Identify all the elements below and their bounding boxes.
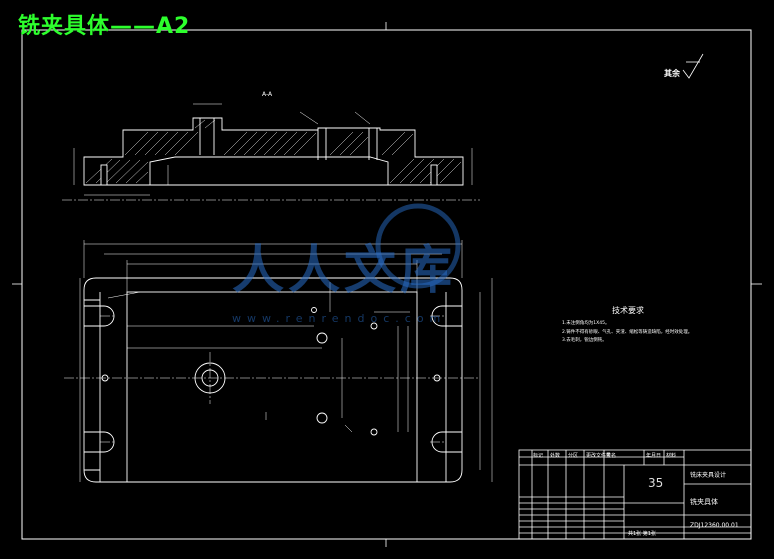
page-title: 铣夹具体——A2 [18,14,191,39]
technical-requirement-item: 3.去毛刺，锐边倒钝。 [562,338,607,343]
technical-requirements-list: 1.未注倒角均为1X45。 2.铸件不得有砂眼、气孔、夹渣、缩松等铸造缺陷，经时… [562,320,692,346]
watermark-url: www.renrendoc.com [232,312,447,325]
tb-part-name: 铣夹具体 [690,498,718,506]
tb-header-count: 处数 [550,453,561,459]
title-block-grid [518,449,752,540]
surface-finish-note: 其余 [664,69,680,78]
watermark-logo [375,203,461,289]
tb-sheet: 共1张 第1张 [628,531,656,537]
watermark-text: 人人文库 [232,240,457,301]
technical-requirement-item: 2.铸件不得有砂眼、气孔、夹渣、缩松等铸造缺陷，经时效处理。 [562,329,693,335]
tb-header-mark: 标记 [533,453,544,459]
sheet-border [21,29,752,540]
tb-drawing-no: ZDJ12360.00.01 [690,522,739,529]
technical-requirement-item: 1.未注倒角均为1X45。 [562,321,610,326]
tb-header-change: 更改文件号 [586,453,612,459]
tb-header-sign: 签名 [606,453,617,459]
tb-scale: 35 [648,476,664,490]
plan-view [64,240,493,483]
tb-org: 铣床夹具设计 [690,472,727,479]
tb-header-zone: 分区 [568,453,579,459]
section-view [62,103,480,201]
tb-material-label: 材料 [666,453,677,459]
technical-requirements-heading: 技术要求 [612,306,644,315]
section-label: A-A [262,91,273,98]
surface-finish-symbol [682,53,704,79]
tb-header-date: 年月日 [646,453,662,459]
